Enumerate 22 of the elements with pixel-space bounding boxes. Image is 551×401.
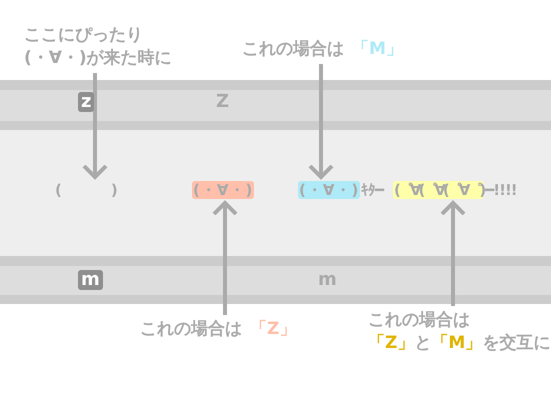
highlighted-letter: 「M」	[352, 39, 403, 59]
highlighted-letter: 「M」	[431, 333, 482, 353]
highlighted-letter: 「Z」	[368, 333, 414, 353]
emoticon-text: ━!!!!	[485, 181, 517, 199]
arrow	[212, 201, 238, 315]
callout-text: を交互に	[482, 333, 550, 353]
highlighted-letter: 「Z」	[250, 319, 296, 339]
emoticon: (゜∀(゜∀(゜∀゜)	[393, 181, 484, 199]
emoticon-text: ｷﾀ━	[361, 181, 384, 199]
arrow	[440, 201, 466, 306]
callout-text: ここにぴったり (・∀・)が来た時に	[24, 24, 172, 70]
callout-text: これの場合は	[242, 39, 344, 59]
emoticon: (・∀・)	[298, 181, 360, 199]
callout-text: これの場合は	[368, 309, 470, 332]
emoticon: (・∀・)	[192, 181, 254, 199]
callout-text: と	[414, 333, 432, 353]
arrow	[82, 73, 108, 179]
rail-letter: m	[78, 270, 103, 290]
arrow	[308, 64, 334, 179]
empty-face-slot: ( )	[55, 181, 119, 199]
rail-letter: z	[78, 92, 94, 112]
callout-text: これの場合は	[140, 319, 242, 339]
